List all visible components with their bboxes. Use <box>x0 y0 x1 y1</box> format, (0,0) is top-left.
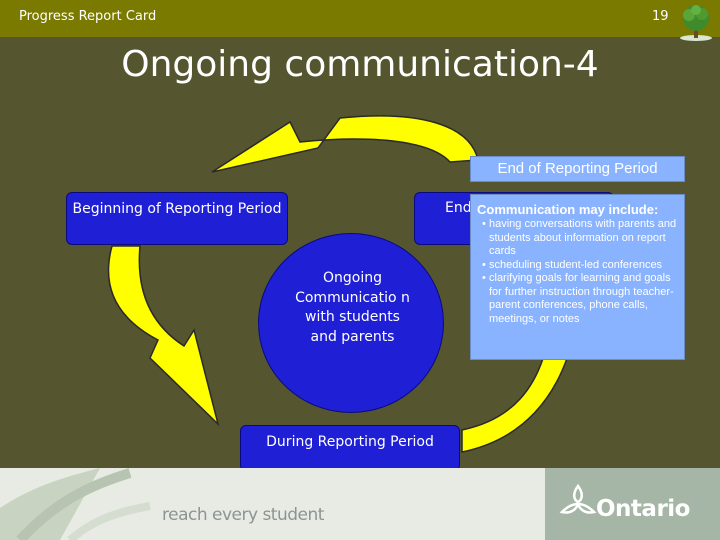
top-arrow <box>211 115 479 173</box>
during-reporting-period-box: During Reporting Period <box>240 425 460 471</box>
presentation-title: Progress Report Card <box>19 9 157 24</box>
center-circle <box>258 233 444 413</box>
left-arrow <box>107 245 220 427</box>
footer-brand: Ontario <box>596 496 690 522</box>
header-bar: Progress Report Card 19 <box>0 0 720 41</box>
info-bullet-list: having conversations with parents and st… <box>480 218 678 326</box>
info-bullet: having conversations with parents and st… <box>482 218 678 259</box>
info-bullet: scheduling student-led conferences <box>482 259 678 273</box>
center-circle-label: Ongoing Communicatio n with students and… <box>295 270 410 345</box>
info-panel: Communication may include: having conver… <box>470 194 685 360</box>
footer-slogan: reach every student <box>162 505 324 525</box>
info-panel-heading: Communication may include: <box>477 202 659 217</box>
beginning-of-reporting-period-box: Beginning of Reporting Period <box>66 192 288 245</box>
trillium-icon <box>559 483 597 514</box>
footer-decoration <box>0 468 151 540</box>
slide-title: Ongoing communication-4 <box>121 44 599 85</box>
tree-icon <box>680 5 712 41</box>
page-number: 19 <box>652 9 669 24</box>
info-bullet: clarifying goals for learning and goals … <box>482 272 678 326</box>
info-panel-header: End of Reporting Period <box>470 156 685 182</box>
